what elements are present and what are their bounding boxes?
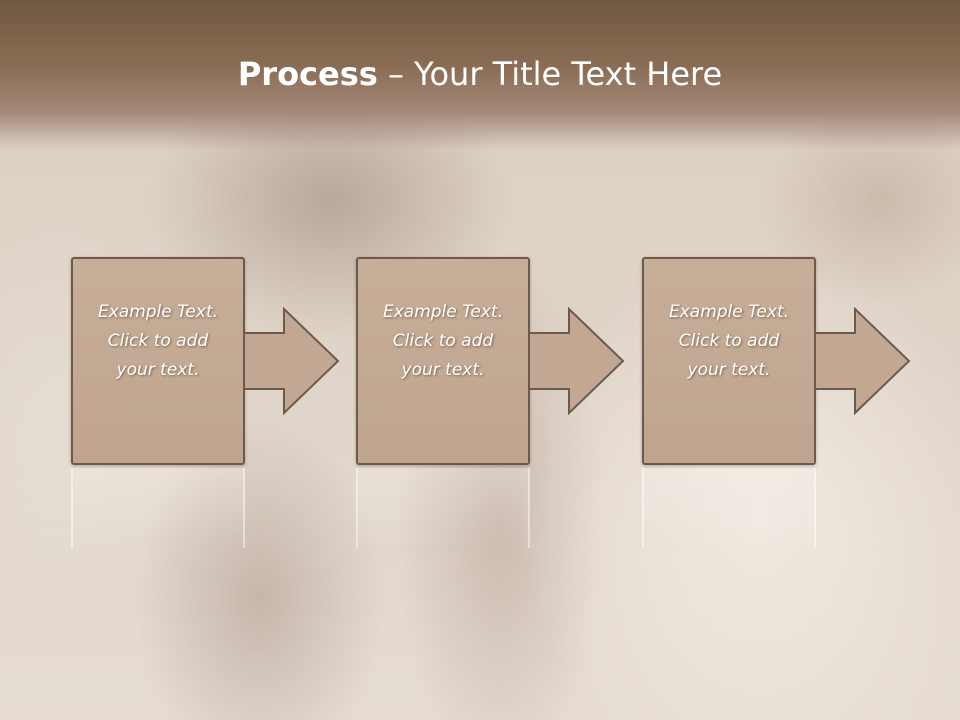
header-band — [0, 0, 960, 150]
arrow-right-icon — [815, 307, 911, 415]
process-step-1[interactable]: Example Text. Click to add your text. — [71, 257, 245, 465]
step-2-line-3: your text. — [401, 359, 485, 380]
slide-title[interactable]: Process – Your Title Text Here — [0, 52, 960, 96]
step-1-line-1: Example Text. — [97, 301, 219, 322]
step-3-text[interactable]: Example Text. Click to add your text. — [669, 298, 789, 385]
title-rest: – Your Title Text Here — [377, 55, 723, 93]
step-3-line-3: your text. — [687, 359, 771, 380]
step-3-reflection — [642, 468, 816, 548]
arrow-right-icon — [529, 307, 625, 415]
step-1-line-3: your text. — [116, 359, 200, 380]
step-2-text[interactable]: Example Text. Click to add your text. — [383, 298, 503, 385]
step-3-line-1: Example Text. — [668, 301, 790, 322]
process-step-2[interactable]: Example Text. Click to add your text. — [356, 257, 530, 465]
step-3-line-2: Click to add — [678, 330, 780, 351]
step-2-reflection — [356, 468, 530, 548]
step-1-text[interactable]: Example Text. Click to add your text. — [98, 298, 218, 385]
process-step-3[interactable]: Example Text. Click to add your text. — [642, 257, 816, 465]
step-2-line-2: Click to add — [392, 330, 494, 351]
title-bold: Process — [237, 55, 378, 93]
step-2-line-1: Example Text. — [382, 301, 504, 322]
step-1-reflection — [71, 468, 245, 548]
arrow-right-icon — [244, 307, 340, 415]
step-1-line-2: Click to add — [107, 330, 209, 351]
